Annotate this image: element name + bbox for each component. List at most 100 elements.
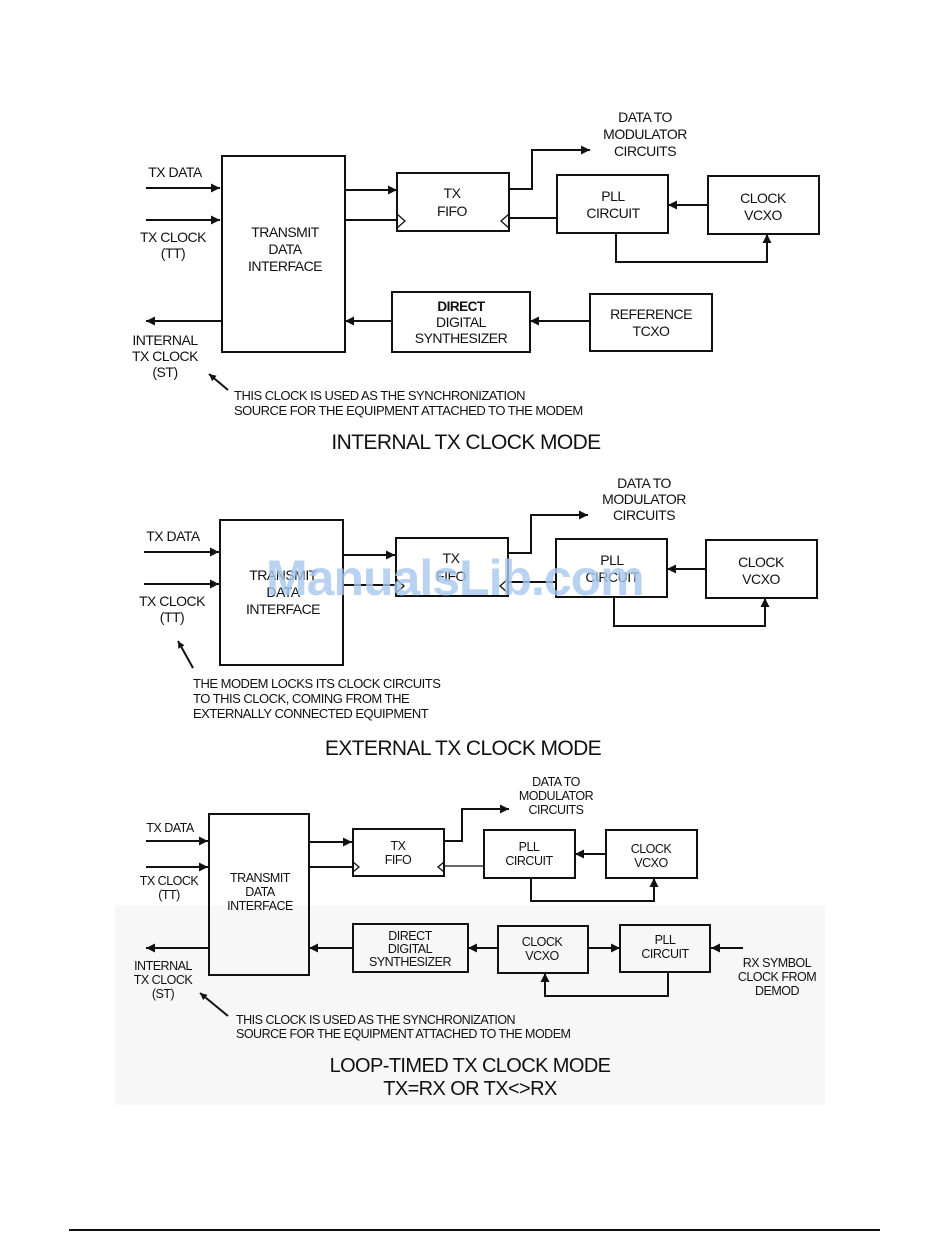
diagram-subtitle: TX=RX OR TX<>RX: [383, 1078, 557, 1100]
svg-text:CLOCK: CLOCK: [740, 190, 787, 206]
svg-text:DATA: DATA: [266, 584, 300, 600]
block-tx-fifo: [352, 828, 445, 877]
clock-input-glyph: [499, 578, 509, 594]
note-pointer-arrow: [177, 640, 194, 669]
svg-text:DIRECT: DIRECT: [388, 929, 432, 943]
arrow-pll-to-vcxo: [530, 878, 659, 902]
svg-text:TRANSMIT: TRANSMIT: [230, 871, 291, 885]
svg-text:SOURCE FOR THE EQUIPMENT ATTAC: SOURCE FOR THE EQUIPMENT ATTACHED TO THE…: [234, 403, 583, 418]
block-reference-tcxo: [589, 293, 713, 352]
svg-text:(ST): (ST): [152, 364, 177, 380]
svg-text:DIGITAL: DIGITAL: [436, 314, 487, 330]
svg-text:PLL: PLL: [519, 840, 540, 854]
svg-text:SOURCE FOR THE EQUIPMENT ATTAC: SOURCE FOR THE EQUIPMENT ATTACHED TO THE…: [236, 1027, 571, 1041]
svg-text:FIFO: FIFO: [436, 568, 466, 584]
svg-text:CIRCUITS: CIRCUITS: [613, 507, 675, 523]
svg-text:DATA TO: DATA TO: [618, 109, 672, 125]
svg-text:TX: TX: [391, 839, 407, 853]
label-tx-data: TX DATA: [146, 528, 201, 544]
svg-text:DATA: DATA: [245, 885, 276, 899]
svg-text:CLOCK: CLOCK: [738, 554, 785, 570]
svg-text:TO THIS CLOCK, COMING FROM THE: TO THIS CLOCK, COMING FROM THE: [193, 691, 410, 706]
arrow-data-to-modulator: [444, 804, 509, 842]
svg-text:SYNTHESIZER: SYNTHESIZER: [415, 330, 508, 346]
diagram-loop-timed-tx-clock: TX DATA TX CLOCK (TT) TRANSMIT DATA INTE…: [115, 775, 825, 1105]
svg-text:SYNTHESIZER: SYNTHESIZER: [369, 955, 451, 969]
svg-text:MODULATOR: MODULATOR: [519, 789, 594, 803]
svg-text:DATA TO: DATA TO: [617, 475, 671, 491]
label-tx-clock: TX CLOCK: [139, 593, 206, 609]
arrow-pll-to-vcxo: [613, 597, 770, 627]
diagram-title: INTERNAL TX CLOCK MODE: [331, 431, 601, 454]
clock-input-glyph: [436, 861, 445, 873]
block-transmit-data-interface: [208, 813, 310, 976]
svg-text:FIFO: FIFO: [437, 203, 467, 219]
diagram-title: EXTERNAL TX CLOCK MODE: [325, 737, 602, 760]
svg-text:DIRECT: DIRECT: [437, 299, 486, 314]
svg-text:VCXO: VCXO: [744, 207, 782, 223]
note-pointer-arrow: [199, 992, 229, 1017]
svg-text:CLOCK FROM: CLOCK FROM: [738, 970, 816, 984]
svg-text:TX: TX: [443, 550, 461, 566]
svg-text:INTERFACE: INTERFACE: [248, 258, 322, 274]
svg-text:PLL: PLL: [601, 188, 625, 204]
note-pointer-arrow: [208, 373, 229, 391]
label-tx-clock: TX CLOCK: [140, 229, 207, 245]
svg-text:(ST): (ST): [152, 987, 175, 1001]
svg-text:CIRCUITS: CIRCUITS: [614, 143, 676, 159]
svg-text:REFERENCE: REFERENCE: [610, 306, 692, 322]
svg-text:(TT): (TT): [158, 888, 180, 902]
svg-text:MODULATOR: MODULATOR: [603, 126, 687, 142]
watermark: ManualsLib.com: [266, 550, 644, 606]
diagram-external-tx-clock: TX DATA TX CLOCK (TT) TRANSMIT DATA INTE…: [139, 475, 818, 760]
clock-input-glyph: [396, 213, 406, 229]
note-text: THIS CLOCK IS USED AS THE SYNCHRONIZATIO…: [234, 388, 525, 403]
block-tx-fifo: [396, 172, 510, 232]
clock-input-glyph: [500, 213, 510, 229]
svg-text:PLL: PLL: [655, 933, 676, 947]
label-rx-symbol-clock: RX SYMBOL: [743, 956, 812, 970]
svg-text:INTERFACE: INTERFACE: [246, 601, 320, 617]
svg-text:CIRCUIT: CIRCUIT: [585, 569, 639, 585]
svg-text:TRANSMIT: TRANSMIT: [251, 224, 320, 240]
svg-text:TX: TX: [444, 185, 462, 201]
label-tx-data: TX DATA: [146, 821, 195, 835]
scan-shading: [115, 905, 825, 1105]
svg-text:INTERNAL: INTERNAL: [134, 959, 192, 973]
svg-text:INTERFACE: INTERFACE: [227, 899, 293, 913]
svg-text:CIRCUIT: CIRCUIT: [641, 947, 689, 961]
arrow-pll2-to-vcxo2: [540, 972, 669, 997]
arrow-data-to-modulator: [509, 145, 590, 190]
svg-text:TRANSMIT: TRANSMIT: [249, 567, 318, 583]
svg-text:DATA: DATA: [268, 241, 302, 257]
svg-text:DATA TO: DATA TO: [532, 775, 580, 789]
label-tx-data: TX DATA: [148, 164, 203, 180]
svg-text:CLOCK: CLOCK: [631, 842, 673, 856]
svg-text:CIRCUIT: CIRCUIT: [586, 205, 640, 221]
svg-text:VCXO: VCXO: [634, 856, 668, 870]
note-text: THIS CLOCK IS USED AS THE SYNCHRONIZATIO…: [236, 1013, 516, 1027]
svg-text:TX CLOCK: TX CLOCK: [134, 973, 194, 987]
clock-input-glyph: [395, 578, 405, 594]
svg-text:CIRCUITS: CIRCUITS: [528, 803, 583, 817]
svg-text:VCXO: VCXO: [525, 949, 559, 963]
svg-text:MODULATOR: MODULATOR: [602, 491, 686, 507]
clock-input-glyph: [352, 861, 361, 873]
svg-text:INTERNAL: INTERNAL: [132, 332, 198, 348]
label-tx-clock: TX CLOCK: [140, 874, 200, 888]
svg-text:CLOCK: CLOCK: [522, 935, 564, 949]
block-transmit-data-interface: [219, 519, 344, 666]
svg-text:TX CLOCK: TX CLOCK: [132, 348, 199, 364]
svg-text:EXTERNALLY CONNECTED EQUIPMENT: EXTERNALLY CONNECTED EQUIPMENT: [193, 706, 429, 721]
arrow-data-to-modulator: [508, 510, 588, 554]
svg-text:DIGITAL: DIGITAL: [388, 942, 433, 956]
svg-text:PLL: PLL: [600, 552, 624, 568]
diagram-internal-tx-clock: TX DATA TX CLOCK (TT) TRANSMIT DATA INTE…: [132, 109, 820, 454]
svg-text:DEMOD: DEMOD: [755, 984, 800, 998]
svg-text:CIRCUIT: CIRCUIT: [505, 854, 553, 868]
svg-text:VCXO: VCXO: [742, 571, 780, 587]
diagram-title: LOOP-TIMED TX CLOCK MODE: [330, 1055, 611, 1077]
block-pll-circuit: [556, 174, 669, 234]
block-transmit-data-interface: [221, 155, 346, 353]
